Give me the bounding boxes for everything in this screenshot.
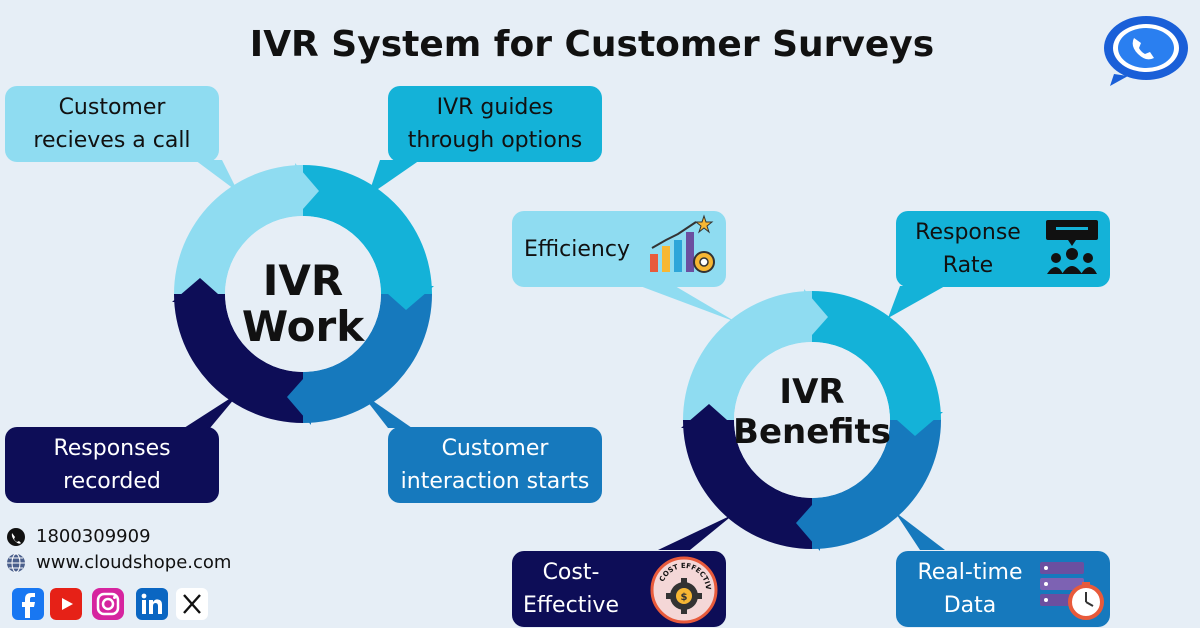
phone-number: 1800309909 xyxy=(36,526,151,547)
step-ivr-guides-options: IVR guides through options xyxy=(388,86,602,162)
facebook-icon[interactable] xyxy=(12,588,44,620)
server-timer-icon xyxy=(1040,562,1104,620)
feedback-group-icon xyxy=(1046,220,1098,274)
svg-text:$: $ xyxy=(681,592,688,603)
linkedin-icon[interactable] xyxy=(136,588,168,620)
step-customer-interaction: Customer interaction starts xyxy=(388,427,602,503)
cost-effective-gear-icon: COST EFFECTIVE $ xyxy=(650,556,718,624)
phone-contact[interactable]: 1800309909 xyxy=(6,526,151,547)
x-icon[interactable] xyxy=(176,588,208,620)
website-url: www.cloudshope.com xyxy=(36,552,232,573)
globe-icon xyxy=(7,553,25,572)
step-responses-recorded: Responses recorded xyxy=(5,427,219,503)
website-contact[interactable]: www.cloudshope.com xyxy=(6,552,231,573)
step-customer-receives-call: Customer recieves a call xyxy=(5,86,219,162)
benefits-center-label: IVR Benefits xyxy=(733,372,891,452)
phone-icon xyxy=(7,527,25,546)
instagram-icon[interactable] xyxy=(92,588,124,620)
page-title: IVR System for Customer Surveys xyxy=(249,24,935,65)
growth-chart-icon xyxy=(650,214,715,273)
work-center-label: IVR Work xyxy=(241,256,365,351)
phone-chat-logo-icon xyxy=(1104,16,1188,86)
youtube-icon[interactable] xyxy=(50,588,82,620)
